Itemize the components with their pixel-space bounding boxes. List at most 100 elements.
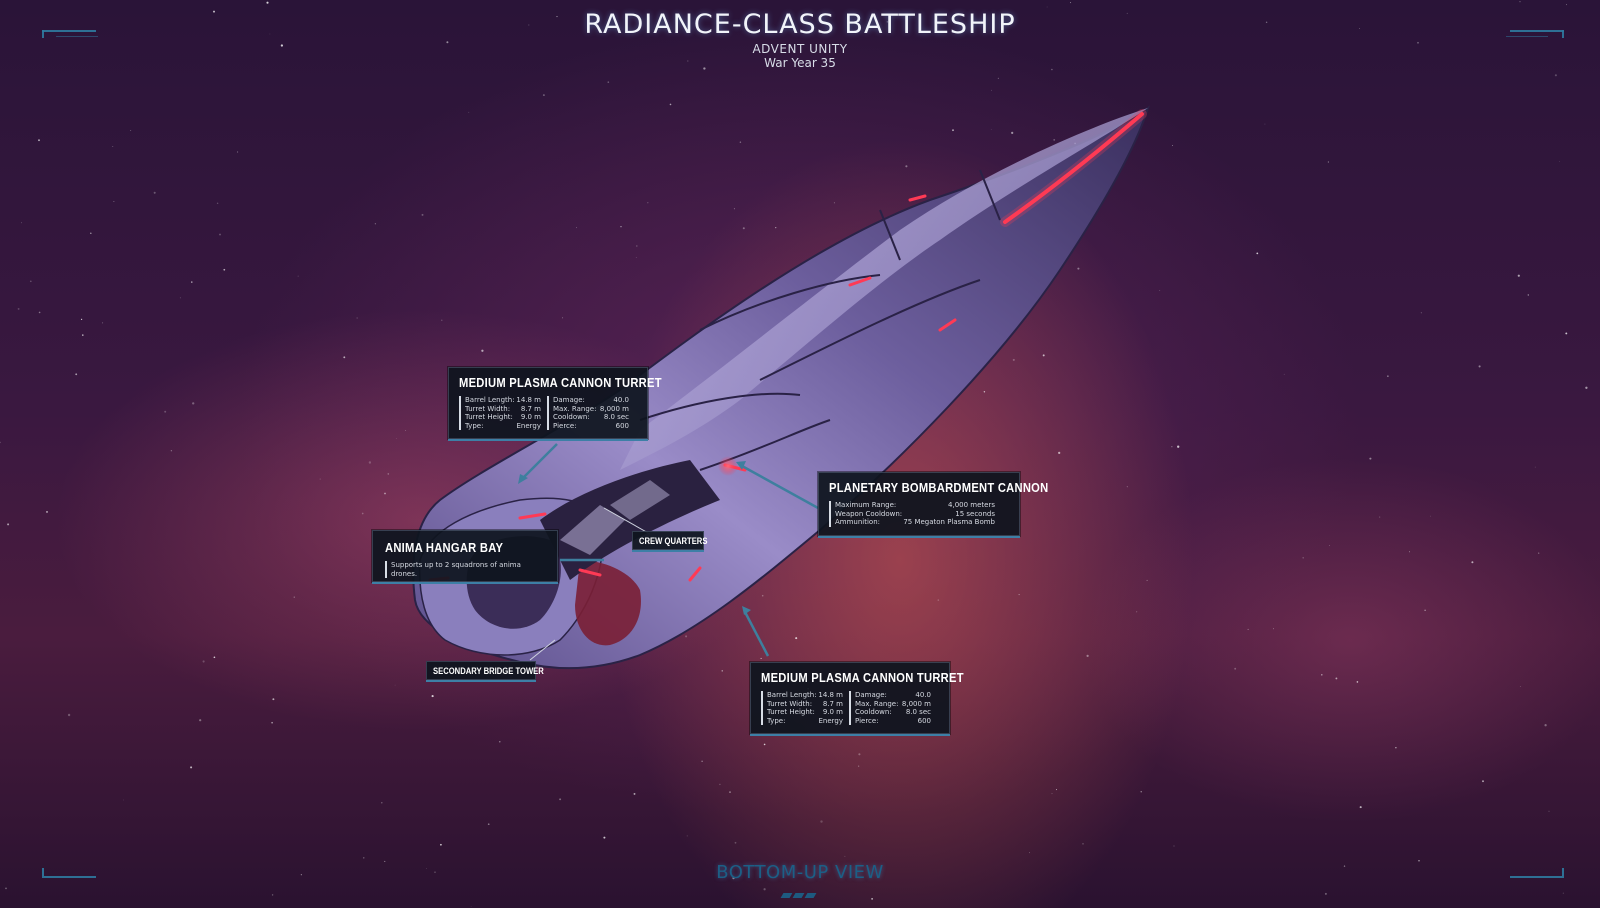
star [1544,724,1547,727]
star [858,753,861,756]
star [1548,810,1550,812]
view-label[interactable]: BOTTOM-UP VIEW [716,862,884,883]
star [405,430,407,431]
star [387,473,390,475]
star [997,77,1000,80]
star [1077,267,1080,270]
star [1012,358,1015,361]
star [441,319,443,321]
star [1359,806,1362,809]
callout-turret-bottom[interactable]: MEDIUM PLASMA CANNON TURRET Barrel Lengt… [750,662,964,736]
star [237,151,239,153]
star [271,894,274,896]
star [1265,21,1268,24]
star [75,373,78,376]
star [635,257,637,259]
star [833,202,835,204]
star [607,81,610,83]
star [1051,68,1053,71]
star [1126,486,1128,488]
callout-title: ANIMA HANGAR BAY [385,540,504,555]
star [1046,6,1048,8]
star [7,523,10,526]
star [820,820,823,823]
star [983,391,986,393]
star [1029,852,1030,854]
star [1172,145,1173,146]
star [1517,274,1520,277]
star [426,868,428,869]
star [112,146,114,147]
star [1058,451,1061,455]
star [102,322,104,324]
star [1082,843,1084,845]
stat-table: Barrel Length:14.8 m Turret Width:8.7 m … [459,396,637,431]
star [635,245,638,247]
star [844,855,846,857]
star [381,802,383,804]
star [487,823,490,826]
star [633,792,636,795]
star [319,478,321,480]
star [368,461,372,464]
star [199,719,202,722]
star [170,450,173,452]
hangar-description: Supports up to 2 squadrons of anima dron… [391,561,521,578]
star [1146,579,1148,581]
star [271,721,273,724]
star [742,227,745,230]
pager-dot[interactable] [804,893,817,898]
star [991,89,992,91]
star [528,24,530,26]
star [1011,131,1014,135]
star [1585,386,1588,389]
star [1356,681,1359,683]
star [1173,845,1175,847]
tag-secondary-bridge-tower[interactable]: SECONDARY BRIDGE TOWER [426,661,544,682]
star [80,318,83,321]
star [1247,628,1249,630]
star [686,835,688,837]
star [603,836,606,839]
star [886,21,888,23]
star [620,226,622,228]
star [38,311,41,314]
star [394,684,396,686]
star [562,317,564,319]
star [1566,4,1567,6]
callout-turret-top[interactable]: MEDIUM PLASMA CANNON TURRET Barrel Lengt… [448,367,662,441]
callout-bombardment-cannon[interactable]: PLANETARY BOMBARDMENT CANNON Maximum Ran… [818,472,1048,538]
callout-title: MEDIUM PLASMA CANNON TURRET [761,670,964,685]
star [421,213,424,216]
star [1558,160,1560,162]
star [396,438,398,439]
star [123,799,124,801]
star [67,713,71,717]
star [384,860,386,862]
star [1302,557,1304,559]
star [1369,457,1372,460]
star [384,492,386,495]
pager-dot[interactable] [792,893,805,898]
star [1321,674,1323,676]
star [192,402,195,405]
tag-crew-quarters[interactable]: CREW QUARTERS [632,531,707,552]
star [216,202,219,205]
star [763,888,766,891]
callout-anima-hangar[interactable]: ANIMA HANGAR BAY Supports up to 2 squadr… [372,530,558,584]
star [202,660,205,663]
star [1471,561,1474,564]
star [213,656,216,659]
star [300,874,302,876]
star [952,129,954,132]
star [38,139,40,142]
star [1324,892,1327,895]
star [113,200,115,202]
star [1126,12,1128,14]
pager-dot[interactable] [780,893,793,898]
star [1562,892,1564,894]
star [685,635,688,638]
view-pager[interactable] [780,893,817,898]
